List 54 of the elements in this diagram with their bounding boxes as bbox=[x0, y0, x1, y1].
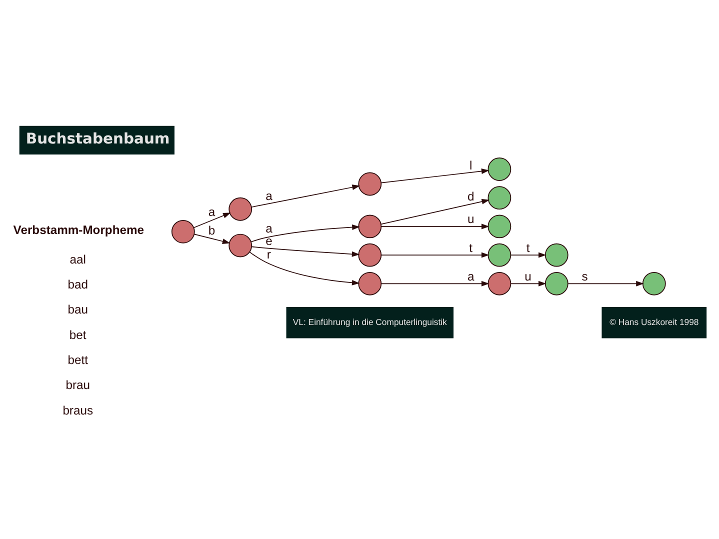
node-circle bbox=[358, 172, 382, 196]
node-circle bbox=[642, 271, 666, 295]
edge-label: a bbox=[208, 204, 216, 219]
edge-label: s bbox=[582, 268, 588, 283]
label: VL: Einführung in die Computerlinguistik bbox=[292, 316, 447, 326]
arrow bbox=[250, 224, 360, 242]
label: bau bbox=[68, 302, 88, 316]
node-circle bbox=[544, 242, 568, 266]
node-circle bbox=[228, 233, 252, 257]
node-circle bbox=[488, 242, 512, 266]
arrow bbox=[380, 223, 490, 229]
edge-label: a bbox=[266, 221, 272, 236]
edge-label: t bbox=[469, 240, 473, 254]
label: brau bbox=[66, 378, 90, 392]
node-circle bbox=[488, 271, 512, 295]
edge-label: a bbox=[467, 268, 474, 283]
edge-label: t bbox=[526, 240, 530, 254]
arrow bbox=[380, 168, 490, 183]
label: braus bbox=[62, 402, 94, 417]
diagram-title: Buchstabenbaum bbox=[26, 130, 170, 147]
edge-label: r bbox=[266, 247, 271, 262]
arrow bbox=[380, 198, 490, 224]
node-circle bbox=[358, 214, 382, 238]
arrow bbox=[568, 280, 644, 286]
label: © Hans Uszkoreit 1998 bbox=[610, 316, 699, 326]
node-circle bbox=[488, 186, 512, 210]
edge-label: l bbox=[470, 158, 472, 172]
edge-label: u bbox=[467, 212, 474, 226]
arrow bbox=[251, 184, 360, 208]
label: aal bbox=[70, 252, 86, 266]
label: bett bbox=[68, 352, 88, 366]
node-circle bbox=[488, 157, 512, 180]
arrow bbox=[251, 246, 360, 256]
label: bet bbox=[69, 327, 86, 342]
node-circle bbox=[228, 196, 252, 220]
edge-label: u bbox=[524, 268, 532, 283]
node-circle bbox=[488, 214, 512, 238]
edge-label: b bbox=[208, 222, 216, 237]
arrow bbox=[249, 251, 360, 285]
node-circle bbox=[171, 219, 195, 243]
arrow bbox=[510, 252, 546, 258]
label: bad bbox=[68, 277, 88, 292]
node-circle bbox=[358, 242, 382, 266]
arrow bbox=[510, 280, 546, 286]
arrow bbox=[194, 233, 230, 244]
node-circle bbox=[544, 271, 568, 295]
node-circle bbox=[358, 271, 382, 295]
arrow bbox=[194, 212, 231, 228]
edge-label: d bbox=[467, 189, 474, 204]
arrow bbox=[380, 252, 490, 258]
edge-label: a bbox=[266, 188, 272, 202]
label: Verbstamm-Morpheme bbox=[13, 222, 144, 236]
edge-label: e bbox=[266, 233, 272, 248]
arrow bbox=[380, 280, 490, 286]
